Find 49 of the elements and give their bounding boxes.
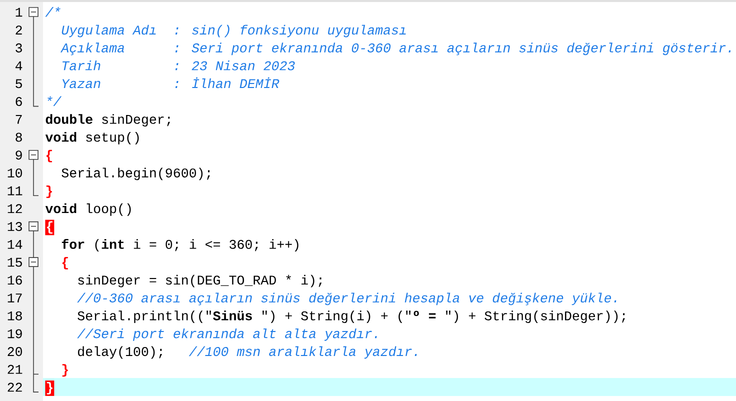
code-line: for (int i = 0; i <= 360; i++)	[62, 238, 298, 252]
line-number: 15	[8, 258, 22, 267]
code-line: Serial.begin(9600);	[62, 168, 210, 180]
code-comment: //Seri port ekranında alt alta yazdır.	[77, 328, 377, 341]
code-comment: */	[48, 96, 62, 106]
code-line: sinDeger = sin(DEG_TO_RAD * i);	[78, 274, 322, 288]
line-number: 7	[16, 115, 22, 124]
line-number: 8	[16, 132, 22, 142]
line-number: 2	[16, 26, 22, 34]
code-line: Serial.println(("Sinüs ") + String(i) + ("º = ") + String(sinDeger));	[78, 310, 625, 323]
line-number: 16	[8, 276, 22, 285]
line-number: 10	[8, 168, 22, 178]
code-comment: Açıklama	[60, 42, 124, 56]
code-comment: /*	[45, 6, 60, 17]
code-comment: Yazan	[62, 79, 100, 88]
line-number: 19	[8, 329, 22, 338]
brace: }	[45, 380, 54, 396]
line-number: 12	[8, 204, 22, 214]
code-comment: : 23 Nisan 2023	[175, 60, 295, 70]
line-number: 18	[8, 311, 22, 320]
code-comment: : İlhan DEMİR	[175, 77, 280, 88]
line-number: 1	[16, 8, 22, 17]
line-number: 11	[8, 186, 22, 196]
code-comment: Tarih	[62, 60, 100, 70]
line-number: 3	[16, 43, 22, 52]
brace: {	[62, 257, 68, 270]
code-line: delay(100);	[78, 346, 162, 359]
brace: {	[45, 220, 54, 236]
line-number: 9	[16, 150, 22, 160]
code-comment: : Seri port ekranında 0-360 arası açıların sinüs değerlerini gösterir.	[175, 42, 731, 56]
line-number: 5	[16, 79, 22, 88]
brace: {	[46, 150, 52, 162]
line-number: 4	[16, 61, 22, 70]
code-comment: //0-360 arası açıların sinüs değerlerini hesapla ve değişkene yükle.	[77, 292, 616, 306]
line-number: 22	[8, 382, 22, 392]
code-comment: Uygulama Adı	[62, 24, 156, 38]
line-number: 6	[16, 97, 22, 106]
code-comment: //100 msn aralıklarla yazdır.	[188, 346, 417, 359]
code-comment: : sin() fonksiyonu uygulaması	[175, 24, 406, 38]
line-number: 21	[8, 364, 22, 374]
line-number: 13	[8, 222, 22, 232]
line-number: 20	[8, 347, 22, 356]
code-line: double sinDeger;	[46, 114, 170, 126]
brace: }	[62, 364, 68, 377]
line-number: 14	[8, 240, 22, 249]
code-line: void loop()	[45, 203, 131, 216]
code-line: void setup()	[45, 132, 139, 144]
line-number: 17	[8, 294, 22, 302]
brace: }	[46, 186, 52, 198]
